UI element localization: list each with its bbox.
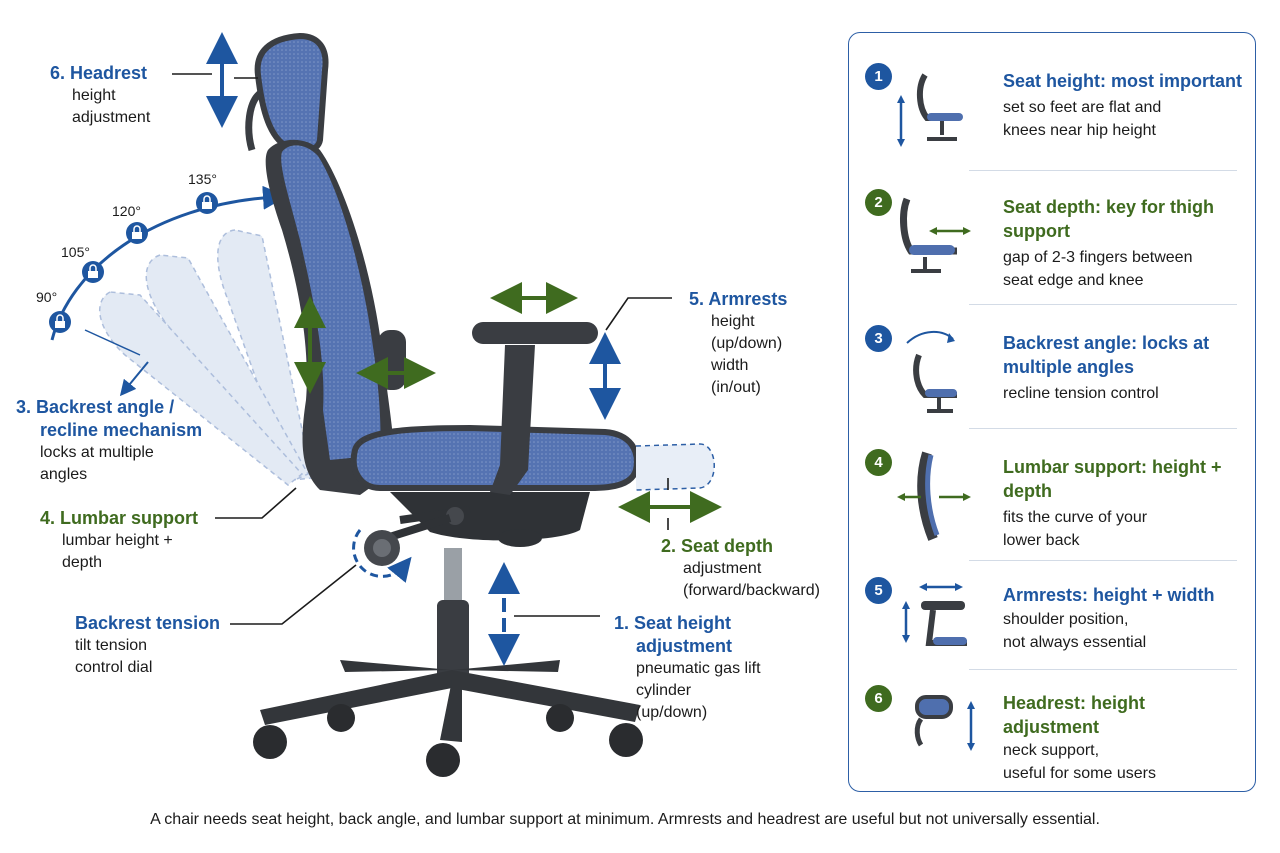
number-badge: 6	[865, 685, 892, 712]
panel-item-title: Lumbar support: height + depth	[1003, 457, 1222, 501]
seat	[350, 424, 715, 547]
lock-icon	[82, 261, 104, 283]
summary-panel: 1 Seat height: most important set so fee…	[848, 32, 1256, 792]
angle-105: 105°	[61, 244, 90, 260]
panel-item-desc: useful for some users	[1003, 765, 1156, 782]
panel-item-desc: shoulder position,	[1003, 611, 1129, 628]
number-badge: 3	[865, 325, 892, 352]
recline-icon	[906, 331, 957, 413]
number-badge: 2	[865, 189, 892, 216]
panel-item-desc: not always essential	[1003, 634, 1147, 651]
seat-height-icon	[897, 73, 963, 147]
panel-item-desc: set so feet are flat and	[1003, 99, 1162, 116]
backrest-label: 3. Backrest angle / recline mechanism lo…	[16, 397, 203, 483]
headrest	[245, 32, 329, 155]
tension-dial	[352, 529, 412, 583]
seat-depth-label: 2. Seat depth adjustment (forward/backwa…	[661, 536, 820, 599]
lumbar-icon	[897, 451, 971, 541]
panel-item-desc: seat edge and knee	[1003, 272, 1144, 289]
caption: A chair needs seat height, back angle, a…	[150, 811, 1100, 828]
armrests-label: 5. Armrests height (up/down) width (in/o…	[689, 289, 788, 396]
number-badge: 1	[865, 63, 892, 90]
panel-item-desc: fits the curve of your	[1003, 509, 1148, 526]
tension-label: Backrest tension tilt tension control di…	[75, 613, 221, 676]
seat-height-label: 1. Seat height adjustment pneumatic gas …	[614, 613, 761, 721]
lock-icon	[196, 192, 218, 214]
panel-item-desc: neck support,	[1003, 742, 1100, 759]
panel-item-title: Armrests: height + width	[1003, 585, 1215, 605]
angle-120: 120°	[112, 203, 141, 219]
lock-icon	[49, 311, 71, 333]
headrest-icon	[914, 695, 975, 751]
panel-item-title: Headrest: height adjustment	[1003, 693, 1146, 737]
headrest-label: 6. Headrest height adjustment	[50, 63, 151, 126]
lock-icon	[126, 222, 148, 244]
panel-item-title: Backrest angle: locks at multiple angles	[1003, 333, 1210, 377]
leader-lines	[172, 73, 672, 625]
number-badge: 4	[865, 449, 892, 476]
chair-base	[253, 548, 643, 777]
armrest	[472, 322, 598, 495]
panel-item-title: Seat depth: key for thigh support	[1003, 197, 1215, 241]
angle-135: 135°	[188, 171, 217, 187]
panel-item-desc: lower back	[1003, 532, 1080, 549]
recline-ghosts	[98, 229, 313, 486]
number-badge: 5	[865, 577, 892, 604]
angle-90: 90°	[36, 289, 58, 305]
panel-item-title: Seat height: most important	[1003, 71, 1243, 91]
panel-item-desc: gap of 2-3 fingers between	[1003, 249, 1193, 266]
armrest-icon	[902, 583, 967, 646]
panel-item-desc: knees near hip height	[1003, 122, 1156, 139]
lumbar-label: 4. Lumbar support lumbar height + depth	[40, 508, 199, 571]
panel-item-desc: recline tension control	[1003, 385, 1159, 402]
seat-depth-icon	[900, 197, 971, 273]
